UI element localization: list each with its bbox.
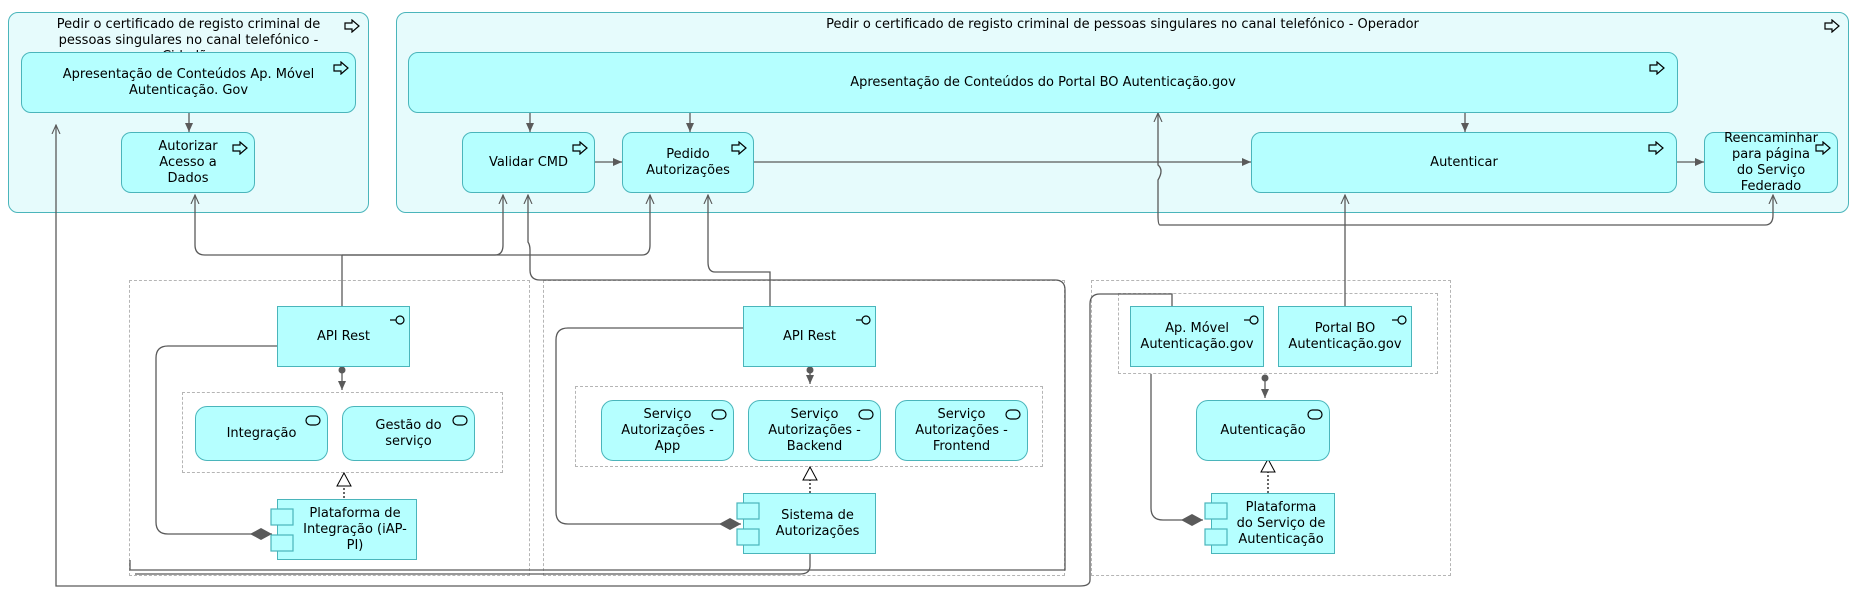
interface-lollipop-icon [1244,315,1259,325]
service-pill-icon [452,415,468,426]
interface-label: Ap. Móvel Autenticação.gov [1140,320,1254,352]
service-pill-icon [305,415,321,426]
service-autenticacao[interactable]: Autenticação [1196,400,1330,461]
edge-portal-bo-to-reencaminhar [1345,195,1773,226]
process-arrow-icon [731,141,747,155]
service-label: Gestão do serviço [375,417,442,449]
process-arrow-icon [572,141,588,155]
process-arrow-icon [1649,61,1665,75]
component-icon [1204,502,1228,546]
process-arrow-icon [1648,141,1664,155]
process-arrow-icon [333,61,349,75]
service-pill-icon [858,409,874,420]
interface-lollipop-icon [1392,315,1407,325]
interface-lollipop-icon [856,315,871,325]
service-pill-icon [1005,409,1021,420]
service-autorizacoes-frontend[interactable]: Serviço Autorizações - Frontend [895,400,1028,461]
component-label: Plataforma de Integração (iAP-PI) [303,505,407,553]
edge-comp-autorizacoes [555,327,743,530]
process-arrow-icon [344,19,360,33]
process-autorizar-acesso[interactable]: Autorizar Acesso a Dados [121,132,255,193]
process-apresentacao-portal[interactable]: Apresentação de Conteúdos do Portal BO A… [408,52,1678,113]
component-icon [736,502,760,546]
edge-api1-to-validar [342,195,503,256]
group-operador-title: Pedir o certificado de registo criminal … [826,17,1419,32]
edge-apmovel-to-apresentacao-movel [56,125,1173,587]
component-icon [270,508,294,552]
component-sistema-autorizacoes[interactable]: Sistema de Autorizações [736,493,876,554]
interface-api-rest-1[interactable]: API Rest [277,306,410,367]
service-label: Serviço Autorizações - Backend [768,406,861,454]
edge-api1-to-autorizar [195,195,342,256]
edge-frame-to-validar [129,195,1066,571]
edge-comp-integracao [155,345,277,540]
process-label: Validar CMD [488,154,569,170]
service-label: Autenticação [1220,422,1306,438]
process-label: Apresentação de Conteúdos do Portal BO A… [850,74,1236,90]
process-arrow-icon [1824,19,1840,33]
component-plataforma-integracao[interactable]: Plataforma de Integração (iAP-PI) [270,499,417,560]
interface-ap-movel[interactable]: Ap. Móvel Autenticação.gov [1130,306,1264,367]
dashed-frame-integracao [129,280,530,576]
component-label: Plataforma do Serviço de Autenticação [1236,499,1326,547]
service-pill-icon [711,409,727,420]
process-reencaminhar[interactable]: Reencaminhar para página do Serviço Fede… [1704,130,1838,194]
service-integracao[interactable]: Integração [195,406,328,461]
dashed-interfaces-autenticacao [1118,293,1438,374]
process-label: Autorizar Acesso a Dados [158,138,218,186]
interface-label: Portal BO Autenticação.gov [1288,320,1402,352]
component-label: Sistema de Autorizações [775,507,860,539]
process-apresentacao-movel[interactable]: Apresentação de Conteúdos Ap. Móvel Aute… [21,52,356,113]
process-validar-cmd[interactable]: Validar CMD [462,132,595,193]
edge-comp-autenticacao [1150,374,1203,526]
service-autorizacoes-backend[interactable]: Serviço Autorizações - Backend [748,400,881,461]
edge-api2-to-pedido [708,195,771,306]
dashed-frame-autenticacao [1091,280,1451,576]
interface-label: API Rest [782,328,836,344]
service-label: Integração [226,425,297,441]
process-pedido-autorizacoes[interactable]: Pedido Autorizações [622,132,754,193]
edge-portal-bo-to-apresentacao-portal [1158,113,1345,226]
interface-lollipop-icon [390,315,405,325]
interface-portal-bo[interactable]: Portal BO Autenticação.gov [1278,306,1412,367]
service-gestao-servico[interactable]: Gestão do serviço [342,406,475,461]
process-label: Apresentação de Conteúdos Ap. Móvel Aute… [62,66,315,98]
component-plataforma-autenticacao[interactable]: Plataforma do Serviço de Autenticação [1204,493,1335,554]
interface-api-rest-2[interactable]: API Rest [743,306,876,367]
process-arrow-icon [232,141,248,155]
service-autorizacoes-app[interactable]: Serviço Autorizações - App [601,400,734,461]
edge-sistema-autorizacoes-loop [135,550,811,575]
process-label: Pedido Autorizações [646,146,730,178]
process-autenticar[interactable]: Autenticar [1251,132,1677,193]
process-label: Autenticar [1430,154,1498,170]
interface-label: API Rest [316,328,370,344]
process-label: Reencaminhar para página do Serviço Fede… [1724,130,1818,194]
process-arrow-icon [1815,141,1831,155]
service-label: Serviço Autorizações - App [621,406,714,454]
service-pill-icon [1307,409,1323,420]
service-label: Serviço Autorizações - Frontend [915,406,1008,454]
edge-api1-to-pedido [342,195,650,256]
